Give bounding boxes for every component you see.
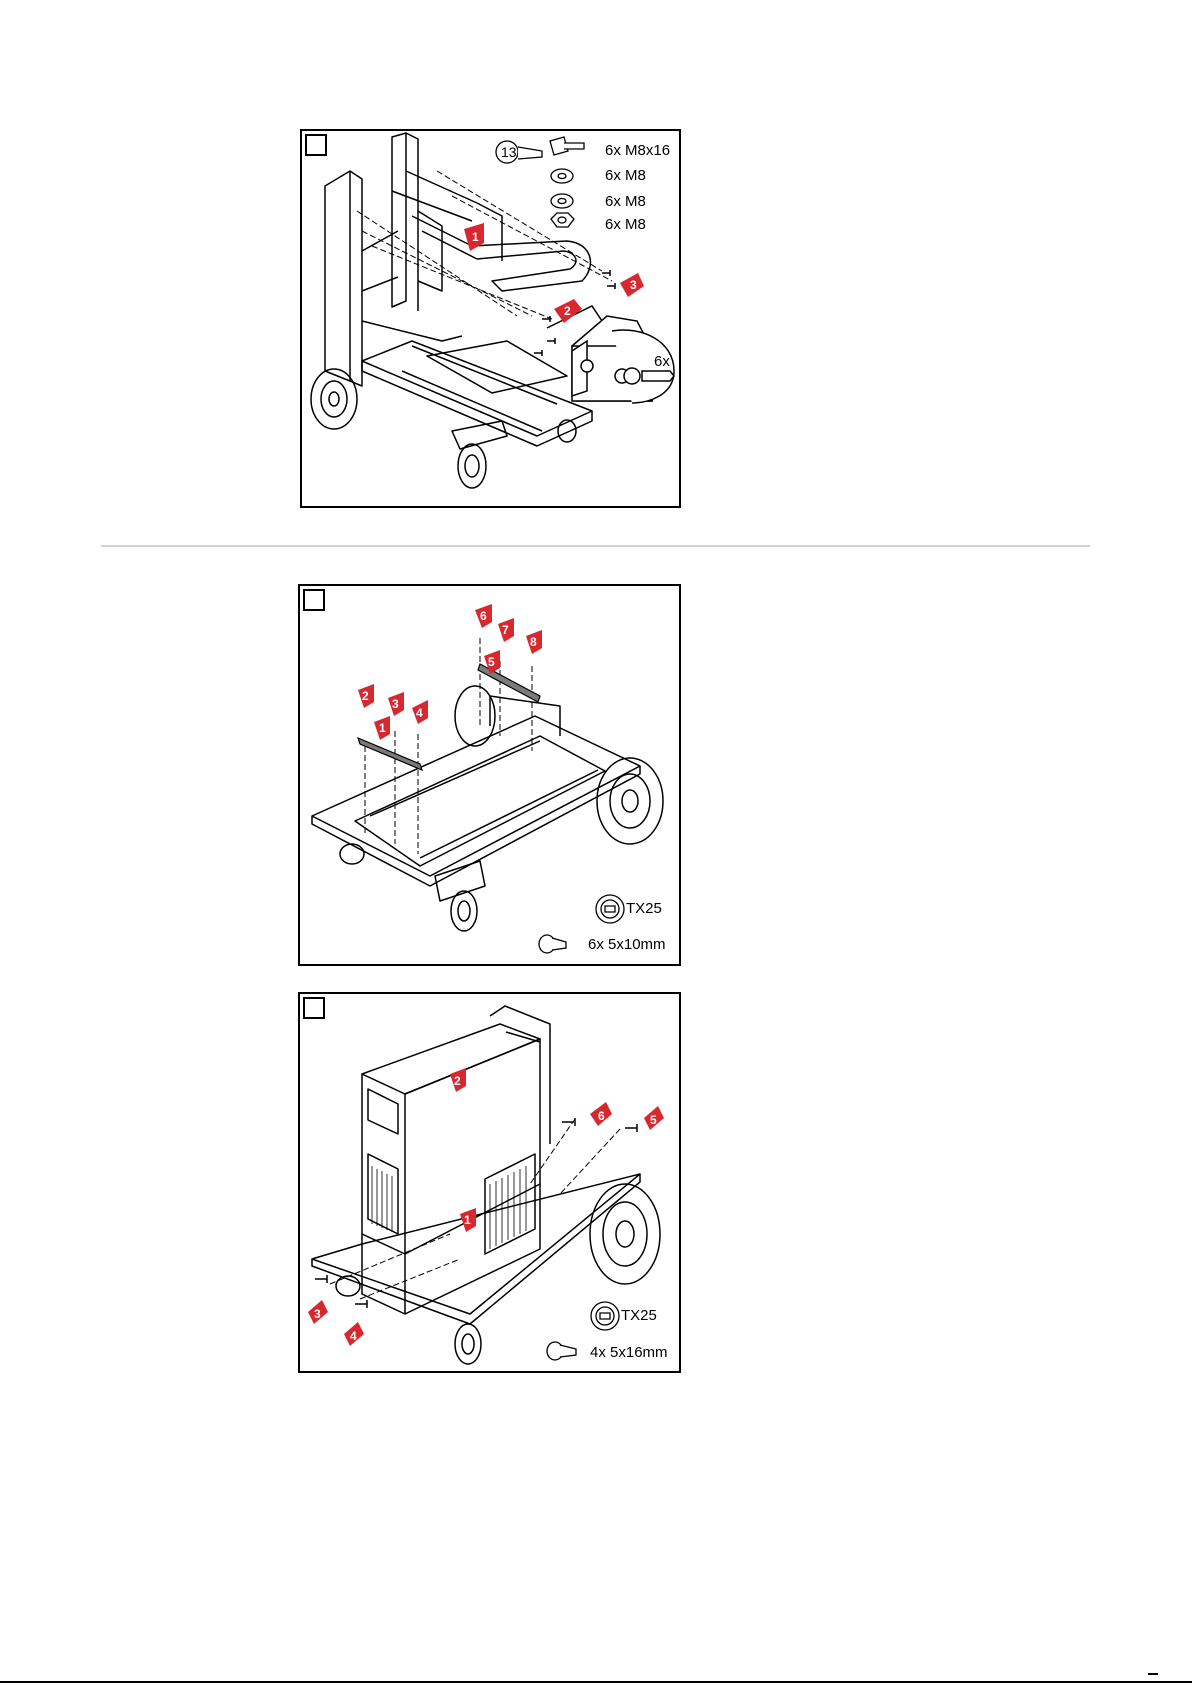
step-marker-4: 4 — [350, 1329, 357, 1343]
part-label-washer: 6x M8 — [605, 167, 646, 184]
part-label-nut: 6x M8 — [605, 216, 646, 233]
step-marker-5: 5 — [650, 1113, 657, 1127]
footer-mark — [1148, 1673, 1158, 1675]
step-marker-3: 3 — [314, 1307, 321, 1321]
step-marker-1: 1 — [472, 230, 479, 244]
torx-icon — [591, 1302, 619, 1330]
part-label-lock-washer: 6x M8 — [605, 193, 646, 210]
screw-spec-label: 6x 5x10mm — [588, 936, 666, 953]
wrench-size-label: 13 — [501, 144, 517, 160]
tool-label: TX25 — [626, 900, 662, 917]
step-marker-3: 3 — [392, 697, 399, 711]
screw-icon — [539, 935, 566, 953]
torx-icon — [596, 895, 624, 923]
step-marker-2: 2 — [362, 689, 369, 703]
step-marker-8: 8 — [530, 635, 537, 649]
section-divider — [101, 545, 1090, 547]
step-marker-1: 1 — [379, 721, 386, 735]
trolley-base-drawing: 2 3 4 1 6 7 8 5 — [300, 586, 681, 966]
screw-icon — [547, 1342, 576, 1360]
step-marker-7: 7 — [502, 623, 509, 637]
part-label-bolt: 6x M8x16 — [605, 142, 670, 159]
screw-spec-label: 4x 5x16mm — [590, 1344, 668, 1361]
step-marker-1: 1 — [464, 1213, 471, 1227]
step-marker-2: 2 — [454, 1074, 461, 1088]
step-markers — [464, 223, 644, 323]
inset-count-label: 6x — [654, 353, 670, 370]
tool-label: TX25 — [621, 1307, 657, 1324]
footer-rule — [0, 1681, 1192, 1683]
trolley-frame-drawing: 1 2 3 13 — [302, 131, 681, 508]
step-marker-6: 6 — [480, 609, 487, 623]
assembly-figure-2: 2 3 4 1 6 7 8 5 TX25 6x 5x10mm — [298, 584, 681, 966]
step-marker-5: 5 — [488, 655, 495, 669]
step-marker-4: 4 — [416, 706, 423, 720]
assembly-figure-1: 1 2 3 13 6x M8x16 6x M8 6x M8 6x M8 6x — [300, 129, 681, 508]
assembly-figure-3: 2 1 6 5 3 4 TX25 4x 5x16mm — [298, 992, 681, 1373]
step-marker-6: 6 — [598, 1109, 605, 1123]
step-marker-3: 3 — [630, 278, 637, 292]
step-marker-2: 2 — [564, 304, 571, 318]
